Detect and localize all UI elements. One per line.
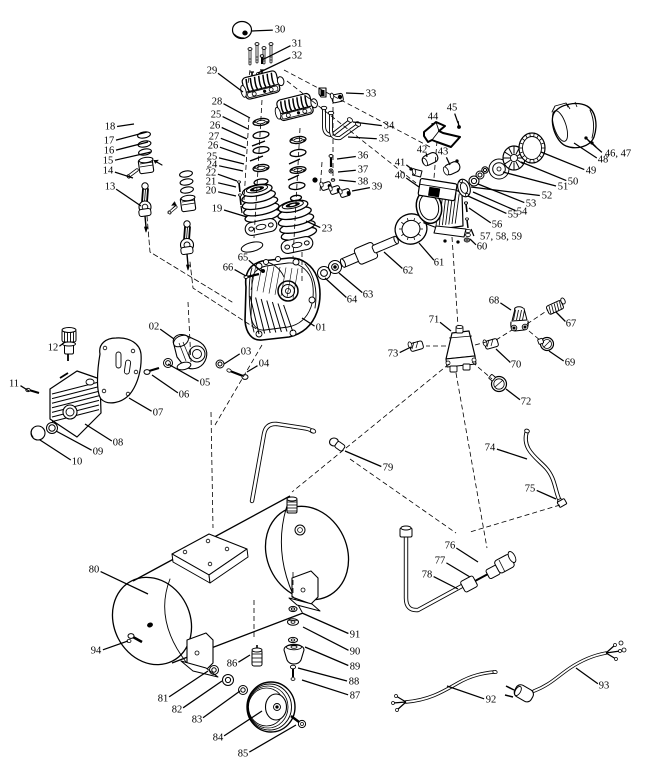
svg-text:03: 03: [241, 346, 252, 357]
svg-text:74: 74: [485, 442, 496, 453]
svg-text:43: 43: [438, 146, 449, 157]
svg-text:30: 30: [275, 24, 286, 35]
svg-text:81: 81: [158, 693, 169, 704]
svg-text:06: 06: [179, 389, 190, 400]
svg-text:57, 58, 59: 57, 58, 59: [480, 231, 522, 242]
svg-text:68: 68: [489, 295, 500, 306]
svg-text:94: 94: [91, 645, 102, 656]
svg-text:80: 80: [89, 564, 100, 575]
svg-text:02: 02: [149, 321, 160, 332]
svg-text:01: 01: [316, 322, 327, 333]
svg-text:13: 13: [105, 181, 116, 192]
svg-text:10: 10: [72, 456, 83, 467]
svg-text:93: 93: [599, 680, 610, 691]
svg-text:62: 62: [403, 265, 414, 276]
svg-text:46, 47: 46, 47: [605, 148, 631, 159]
svg-text:17: 17: [104, 135, 115, 146]
svg-text:76: 76: [445, 540, 456, 551]
svg-text:63: 63: [363, 289, 374, 300]
svg-text:92: 92: [486, 694, 497, 705]
svg-text:82: 82: [172, 704, 183, 715]
svg-text:61: 61: [434, 257, 445, 268]
svg-text:12: 12: [48, 342, 59, 353]
svg-text:16: 16: [104, 145, 115, 156]
svg-text:25: 25: [207, 151, 218, 162]
svg-text:35: 35: [379, 133, 390, 144]
svg-text:25: 25: [211, 109, 222, 120]
svg-text:78: 78: [422, 569, 433, 580]
svg-text:50: 50: [568, 176, 579, 187]
svg-text:04: 04: [259, 358, 270, 369]
svg-text:44: 44: [428, 111, 439, 122]
svg-text:33: 33: [366, 88, 377, 99]
svg-text:52: 52: [542, 190, 553, 201]
svg-text:84: 84: [213, 732, 224, 743]
svg-text:65: 65: [238, 252, 249, 263]
svg-text:45: 45: [447, 102, 458, 113]
svg-text:36: 36: [358, 150, 369, 161]
svg-text:66: 66: [223, 262, 234, 273]
svg-text:22: 22: [206, 167, 217, 178]
svg-text:07: 07: [153, 407, 164, 418]
svg-text:83: 83: [192, 714, 203, 725]
svg-text:67: 67: [566, 318, 577, 329]
svg-text:31: 31: [292, 38, 303, 49]
svg-text:70: 70: [511, 359, 522, 370]
svg-text:19: 19: [212, 203, 223, 214]
svg-text:56: 56: [492, 219, 503, 230]
svg-text:24: 24: [207, 159, 218, 170]
svg-text:87: 87: [350, 690, 361, 701]
svg-text:39: 39: [372, 181, 383, 192]
svg-text:38: 38: [358, 176, 369, 187]
svg-text:32: 32: [292, 50, 303, 61]
svg-text:41: 41: [395, 157, 406, 168]
svg-text:75: 75: [525, 483, 536, 494]
svg-text:53: 53: [526, 198, 537, 209]
svg-text:21: 21: [206, 176, 217, 187]
svg-text:54: 54: [517, 206, 528, 217]
svg-text:64: 64: [347, 294, 358, 305]
svg-text:89: 89: [350, 661, 361, 672]
svg-text:86: 86: [227, 658, 238, 669]
svg-text:71: 71: [429, 314, 440, 325]
svg-text:77: 77: [435, 555, 446, 566]
svg-text:40: 40: [395, 170, 406, 181]
svg-text:05: 05: [200, 377, 211, 388]
svg-text:34: 34: [384, 120, 395, 131]
svg-text:49: 49: [586, 165, 597, 176]
svg-text:37: 37: [358, 164, 369, 175]
svg-text:11: 11: [9, 378, 19, 389]
svg-text:26: 26: [210, 120, 221, 131]
svg-text:72: 72: [521, 396, 532, 407]
svg-text:55: 55: [508, 209, 519, 220]
svg-text:60: 60: [477, 241, 488, 252]
svg-text:69: 69: [565, 357, 576, 368]
svg-text:18: 18: [105, 121, 116, 132]
svg-text:27: 27: [209, 131, 220, 142]
svg-text:14: 14: [103, 165, 114, 176]
svg-text:28: 28: [212, 96, 223, 107]
svg-text:91: 91: [350, 629, 361, 640]
svg-text:29: 29: [207, 65, 218, 76]
svg-text:20: 20: [206, 185, 217, 196]
svg-text:90: 90: [350, 646, 361, 657]
svg-text:48: 48: [598, 154, 609, 165]
svg-text:23: 23: [322, 223, 333, 234]
svg-text:15: 15: [103, 155, 114, 166]
svg-text:51: 51: [558, 181, 569, 192]
svg-text:88: 88: [349, 676, 360, 687]
svg-text:26: 26: [208, 140, 219, 151]
svg-text:08: 08: [113, 437, 124, 448]
svg-text:85: 85: [238, 748, 249, 759]
svg-text:42: 42: [417, 144, 428, 155]
svg-text:79: 79: [383, 462, 394, 473]
svg-text:09: 09: [93, 446, 104, 457]
svg-text:73: 73: [388, 348, 399, 359]
